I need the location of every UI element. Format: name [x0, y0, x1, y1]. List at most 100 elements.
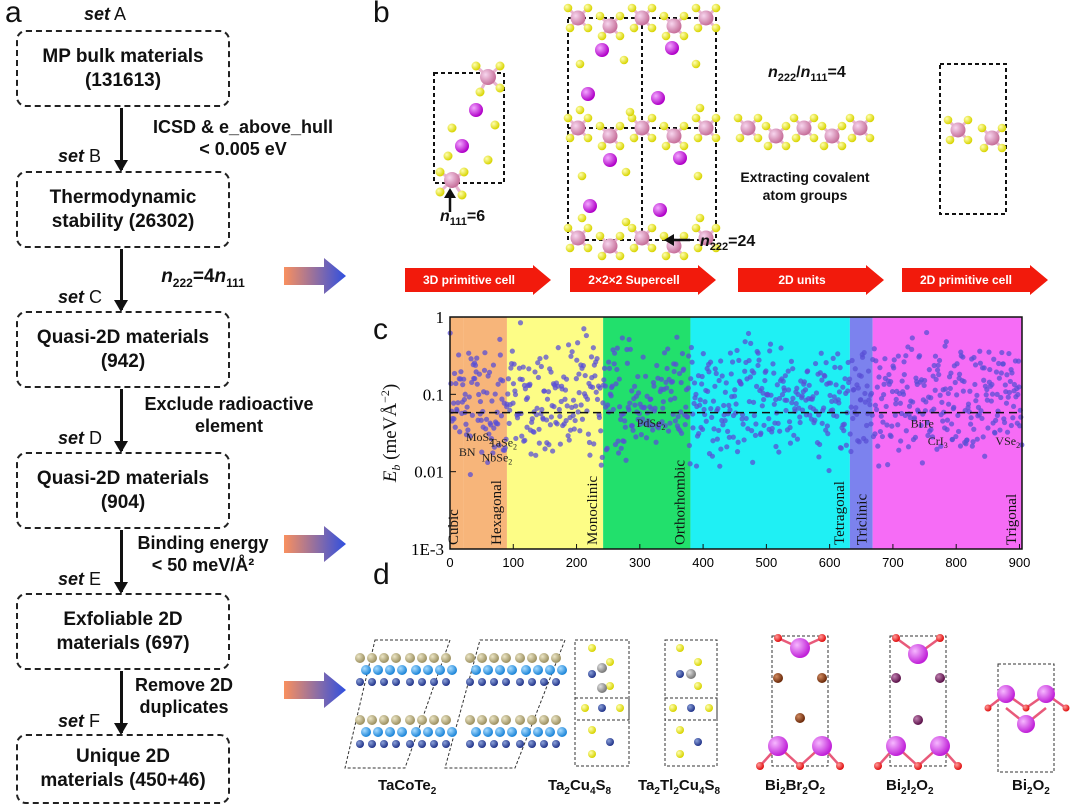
data-point — [508, 365, 514, 371]
data-point — [911, 415, 918, 421]
data-point — [785, 368, 791, 374]
flow-box-quasi2d-942: Quasi-2D materials(942) — [16, 311, 230, 388]
data-point — [597, 385, 603, 391]
data-point — [969, 443, 975, 449]
data-point — [805, 368, 811, 374]
data-point — [594, 396, 601, 403]
flow-box-mp-bulk: MP bulk materials(131613) — [16, 30, 230, 107]
data-point — [565, 342, 572, 348]
data-point — [893, 396, 899, 403]
data-point — [957, 443, 964, 449]
gradient-arrow-3 — [284, 672, 346, 708]
data-point — [926, 367, 932, 373]
data-point — [722, 418, 728, 424]
primitive-cell-structure — [433, 61, 505, 212]
data-point — [529, 416, 535, 422]
data-point — [676, 370, 683, 377]
data-point — [466, 394, 472, 400]
data-point — [1017, 423, 1023, 429]
data-point — [463, 421, 469, 427]
data-point — [608, 393, 614, 399]
data-point — [912, 434, 919, 440]
data-point — [576, 390, 582, 396]
data-point — [750, 459, 756, 465]
data-point — [940, 418, 946, 424]
data-point — [467, 471, 473, 478]
data-point — [770, 361, 776, 367]
data-point — [836, 389, 843, 395]
data-point — [709, 414, 715, 420]
data-point — [855, 385, 861, 391]
data-point — [829, 407, 836, 413]
data-point — [605, 402, 611, 408]
data-point — [933, 376, 939, 383]
data-point — [519, 376, 525, 383]
data-point — [667, 420, 673, 426]
data-point — [788, 358, 795, 364]
data-point — [782, 373, 788, 379]
data-point — [592, 373, 598, 379]
data-point — [956, 371, 963, 377]
data-point — [585, 431, 592, 437]
data-point — [802, 387, 809, 393]
data-point — [686, 442, 692, 449]
data-point — [494, 409, 500, 415]
data-point — [630, 427, 636, 433]
y-tick-label: 1E-3 — [411, 540, 444, 559]
data-point — [721, 402, 727, 409]
data-point — [810, 394, 816, 400]
data-point — [660, 399, 666, 405]
data-point — [716, 427, 722, 434]
data-point — [981, 377, 987, 383]
data-point — [886, 371, 892, 378]
data-point — [555, 383, 561, 389]
data-point — [622, 424, 628, 430]
data-point — [635, 390, 642, 396]
structure-label-ta2cu4s8: Ta2Cu4S8 — [548, 777, 612, 797]
data-point — [697, 397, 703, 403]
data-point — [618, 445, 624, 451]
stage-arrow-supercell: 2×2×2 Supercell — [570, 265, 716, 295]
data-point — [903, 428, 909, 434]
data-point — [748, 340, 754, 347]
data-point — [618, 416, 624, 423]
data-point — [700, 351, 706, 357]
stage-arrow-primitive: 3D primitive cell — [405, 265, 551, 295]
data-point — [968, 421, 974, 427]
structure-label-tacote2: TaCoTe2 — [378, 777, 437, 797]
data-point — [910, 399, 916, 405]
data-point — [836, 400, 842, 406]
data-point — [563, 418, 569, 424]
set-label-c: set C — [58, 287, 103, 307]
data-point — [486, 431, 492, 437]
data-point — [876, 374, 882, 380]
data-point — [496, 442, 502, 448]
data-point — [938, 443, 944, 449]
data-point — [777, 428, 783, 434]
data-point — [638, 432, 644, 438]
data-point — [671, 368, 677, 375]
data-point — [732, 387, 738, 393]
data-point — [606, 365, 613, 371]
data-point — [840, 384, 846, 390]
data-point — [738, 381, 744, 387]
data-point — [703, 418, 709, 424]
data-point — [974, 392, 980, 398]
data-point — [759, 385, 765, 392]
data-point — [785, 387, 792, 393]
data-point — [968, 415, 974, 421]
data-point — [522, 437, 528, 444]
data-point — [707, 359, 714, 365]
data-point — [579, 416, 586, 422]
data-point — [697, 402, 703, 408]
data-point — [898, 438, 904, 444]
data-point — [849, 357, 855, 364]
data-point — [664, 385, 670, 391]
data-point — [1006, 389, 1013, 396]
data-point — [932, 353, 939, 359]
step-label-n222: n222=4n111 — [161, 266, 245, 290]
data-point — [781, 387, 788, 394]
data-point — [640, 354, 646, 360]
data-point — [948, 370, 954, 376]
data-point — [709, 453, 716, 459]
